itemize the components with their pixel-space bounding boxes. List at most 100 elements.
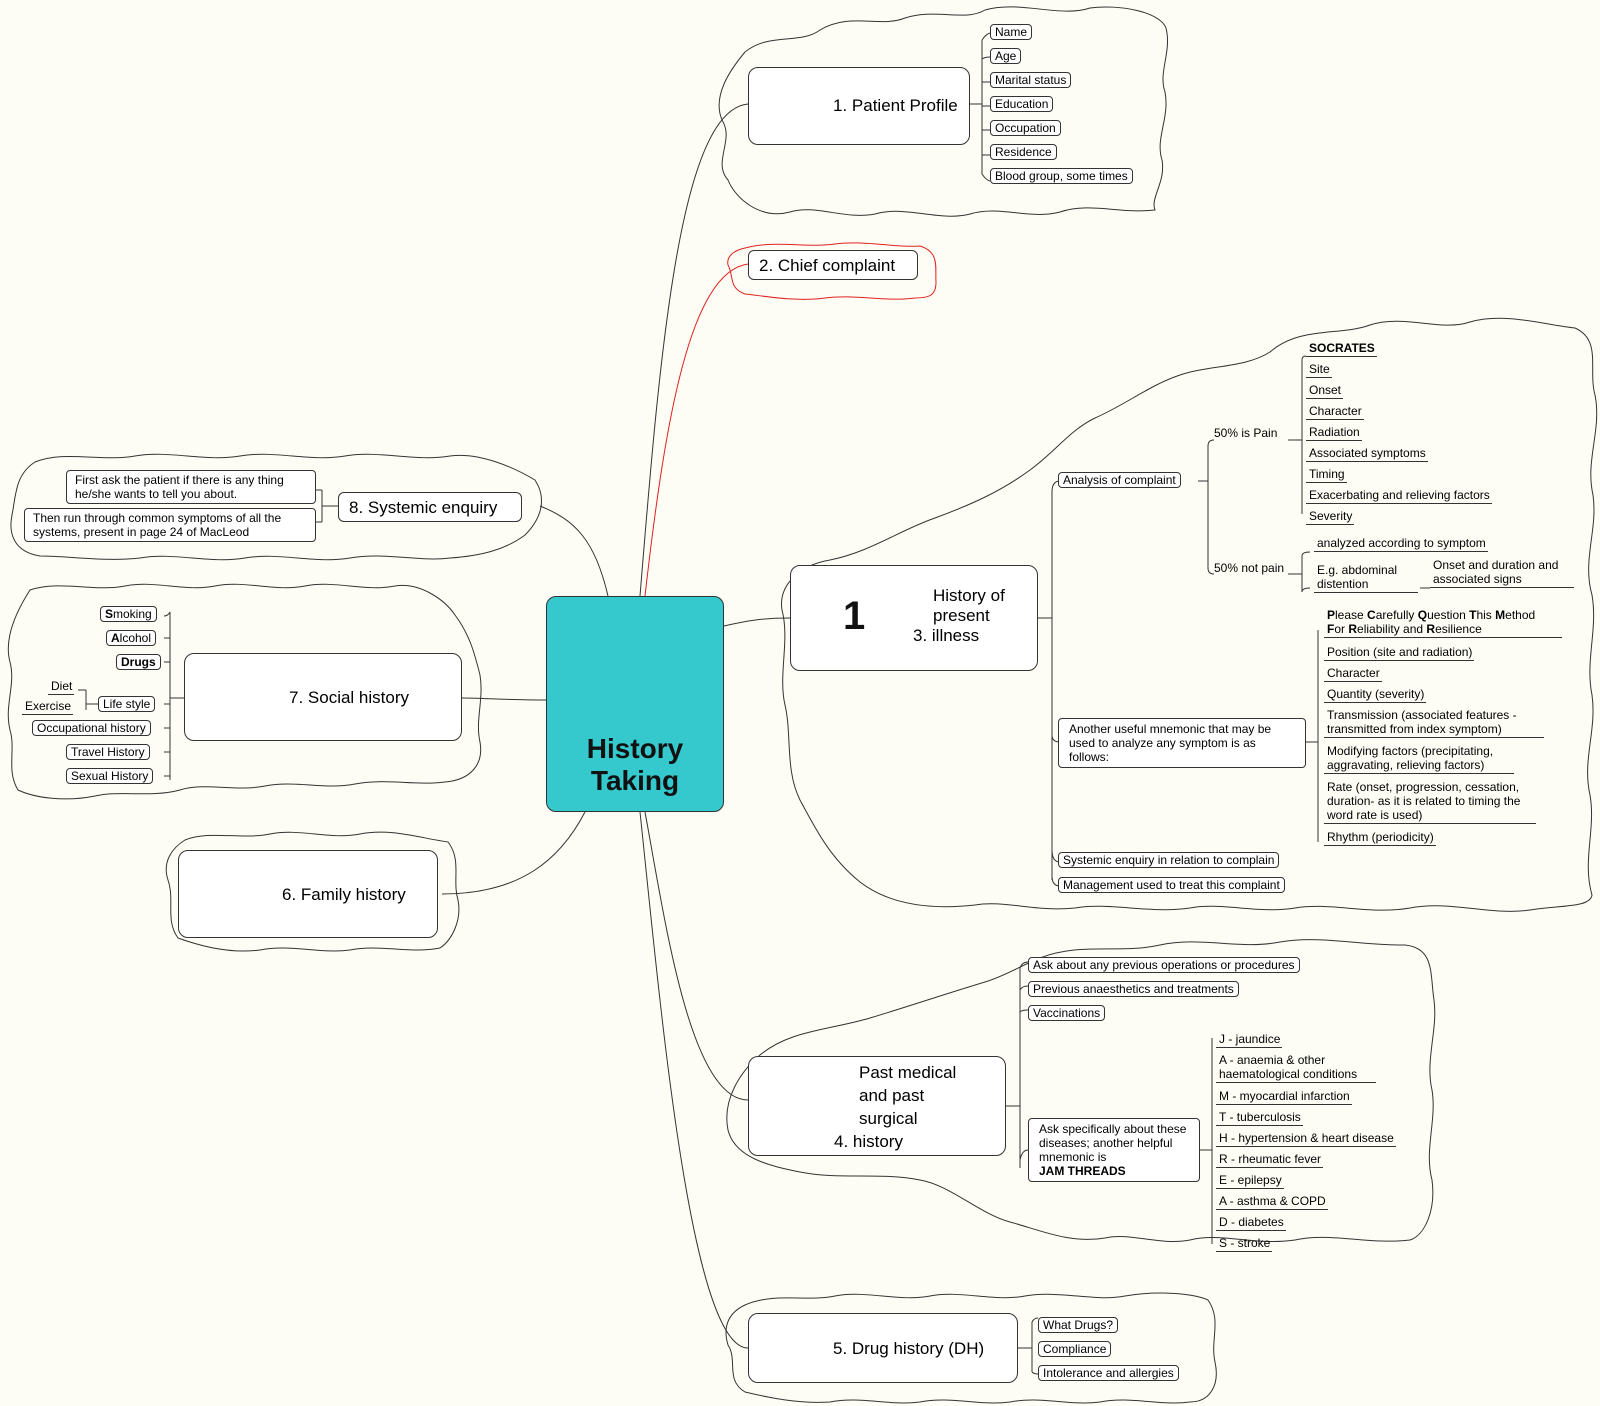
pcqtmrr-rate[interactable]: Rate (onset, progression, cessation, dur… (1324, 780, 1536, 824)
profile-item-marital-status[interactable]: Marital status (990, 72, 1072, 88)
socrates-site[interactable]: Site (1306, 362, 1332, 378)
profile-item-blood-group[interactable]: Blood group, some times (990, 168, 1133, 184)
pcqtmrr-modifying[interactable]: Modifying factors (precipitating, aggrav… (1324, 744, 1514, 774)
pcqtmrr-transmission[interactable]: Transmission (associated features - tran… (1324, 708, 1544, 738)
jam-h[interactable]: H - hypertension & heart disease (1216, 1131, 1396, 1147)
drug-intolerance-allergies[interactable]: Intolerance and allergies (1038, 1365, 1179, 1381)
cloud-sysenq (10, 453, 543, 561)
social-alcohol[interactable]: Alcohol (106, 630, 157, 646)
edge-hpi (723, 617, 791, 627)
pcqtmrr-quantity[interactable]: Quantity (severity) (1324, 687, 1427, 703)
jam-a-anaemia[interactable]: A - anaemia & other haematological condi… (1216, 1053, 1376, 1083)
social-smoking[interactable]: Smoking (100, 606, 157, 622)
topic-systemic-enquiry[interactable]: 8. Systemic enquiry (338, 492, 522, 522)
jam-t[interactable]: T - tuberculosis (1216, 1110, 1303, 1126)
pcqtmrr-position[interactable]: Position (site and radiation) (1324, 645, 1475, 661)
profile-item-age[interactable]: Age (990, 48, 1022, 64)
topic-label-line2: and past (859, 1086, 925, 1105)
hpi-systemic-enquiry[interactable]: Systemic enquiry in relation to complain (1058, 852, 1280, 868)
jam-s[interactable]: S - stroke (1216, 1236, 1273, 1252)
edge-sysenq (539, 505, 609, 597)
social-travel-history[interactable]: Travel History (66, 744, 150, 760)
hpi-pain[interactable]: 50% is Pain (1214, 426, 1278, 440)
jam-r[interactable]: R - rheumatic fever (1216, 1152, 1324, 1168)
socrates-title[interactable]: SOCRATES (1306, 341, 1377, 357)
central-title: History Taking (586, 733, 684, 796)
topic-label-line1: Past medical (859, 1063, 957, 1082)
socrates-onset[interactable]: Onset (1306, 383, 1344, 399)
hpi-analyzed-according[interactable]: analyzed according to symptom (1314, 536, 1488, 552)
hpi-management[interactable]: Management used to treat this complaint (1058, 877, 1285, 893)
jam-j[interactable]: J - jaundice (1216, 1032, 1283, 1048)
topic-patient-profile[interactable]: 1. Patient Profile (748, 67, 970, 145)
social-diet[interactable]: Diet (48, 679, 75, 695)
edge-drug (639, 811, 749, 1349)
drug-compliance[interactable]: Compliance (1038, 1341, 1112, 1357)
pmh-previous-anaesthetics[interactable]: Previous anaesthetics and treatments (1028, 981, 1239, 997)
pmh-vaccinations[interactable]: Vaccinations (1028, 1005, 1106, 1021)
social-sexual-history[interactable]: Sexual History (66, 768, 154, 784)
jam-d[interactable]: D - diabetes (1216, 1215, 1286, 1231)
hpi-eg-abdominal[interactable]: E.g. abdominal distention (1314, 563, 1418, 593)
edge-social (461, 697, 547, 701)
sysenq-then-run[interactable]: Then run through common symptoms of all … (24, 508, 316, 542)
cloud-family (165, 831, 460, 952)
hpi-analysis-of-complaint[interactable]: Analysis of complaint (1058, 472, 1181, 488)
topic-chief-complaint[interactable]: 2. Chief complaint (748, 250, 918, 280)
socrates-severity[interactable]: Severity (1306, 509, 1355, 525)
calendar-month: MAY (817, 593, 836, 603)
topic-label-line4: 4. history (834, 1132, 903, 1151)
socrates-timing[interactable]: Timing (1306, 467, 1347, 483)
topic-social-history[interactable]: 7. Social history (184, 653, 462, 741)
cloud-chief (727, 242, 937, 300)
social-exercise[interactable]: Exercise (22, 699, 74, 715)
pcqtmrr-rhythm[interactable]: Rhythm (periodicity) (1324, 830, 1436, 846)
jam-m[interactable]: M - myocardial infarction (1216, 1089, 1352, 1105)
social-drugs[interactable]: Drugs (116, 654, 161, 670)
topic-label: 5. Drug history (DH) (833, 1339, 985, 1358)
pmh-previous-operations[interactable]: Ask about any previous operations or pro… (1028, 957, 1300, 973)
socrates-character[interactable]: Character (1306, 404, 1364, 420)
topic-label: 1. Patient Profile (833, 96, 958, 115)
social-occupational-history[interactable]: Occupational history (32, 720, 151, 736)
edge-family (441, 811, 586, 895)
pcqtmrr-line2: For Reliability and Resilience (1327, 622, 1482, 636)
topic-label-line3: 3. illness (913, 626, 980, 645)
drug-what-drugs[interactable]: What Drugs? (1038, 1317, 1119, 1333)
socrates-associated-symptoms[interactable]: Associated symptoms (1306, 446, 1428, 462)
profile-item-name[interactable]: Name (990, 24, 1033, 40)
socrates-radiation[interactable]: Radiation (1306, 425, 1362, 441)
hpi-onset-duration[interactable]: Onset and duration and associated signs (1430, 558, 1574, 588)
hpi-not-pain[interactable]: 50% not pain (1214, 561, 1285, 575)
jam-a-asthma[interactable]: A - asthma & COPD (1216, 1194, 1328, 1210)
pcqtmrr-title[interactable]: Please Carefully Question This Method Fo… (1324, 608, 1562, 638)
topic-past-medical-history[interactable]: Past medical and past surgical 4. histor… (748, 1056, 1006, 1156)
profile-item-education[interactable]: Education (990, 96, 1054, 112)
topic-drug-history[interactable]: 5. Drug history (DH) (748, 1313, 1018, 1383)
pcqtmrr-character[interactable]: Character (1324, 666, 1382, 682)
profile-item-occupation[interactable]: Occupation (990, 120, 1061, 136)
sysenq-first-ask[interactable]: First ask the patient if there is any th… (66, 470, 316, 504)
topic-label-line3: surgical (859, 1109, 918, 1128)
jam-e[interactable]: E - epilepsy (1216, 1173, 1284, 1189)
topic-label-line2: present (933, 606, 990, 625)
topic-label: 6. Family history (282, 885, 406, 904)
cloud-hpi (781, 317, 1598, 912)
topic-family-history[interactable]: 6. Family history (178, 850, 438, 938)
cloud-social (7, 583, 482, 800)
pmh-ask-specifically[interactable]: Ask specifically about these diseases; a… (1028, 1118, 1200, 1182)
socrates-exacerbating[interactable]: Exacerbating and relieving factors (1306, 488, 1492, 504)
central-topic[interactable]: History Taking (546, 596, 724, 812)
topic-history-of-present-illness[interactable]: MAY 1 History of present 3. illness (790, 565, 1038, 671)
jam-threads-label: JAM THREADS (1039, 1164, 1126, 1178)
hpi-another-mnemonic[interactable]: Another useful mnemonic that may be used… (1058, 718, 1306, 768)
topic-label: 7. Social history (289, 688, 409, 707)
cloud-drug (725, 1292, 1217, 1404)
topic-label: 2. Chief complaint (759, 256, 896, 275)
edge-profile (639, 103, 749, 597)
edge-chief (644, 263, 749, 597)
profile-item-residence[interactable]: Residence (990, 144, 1057, 160)
social-life-style[interactable]: Life style (98, 696, 156, 712)
topic-label-line1: History of (933, 586, 1005, 605)
